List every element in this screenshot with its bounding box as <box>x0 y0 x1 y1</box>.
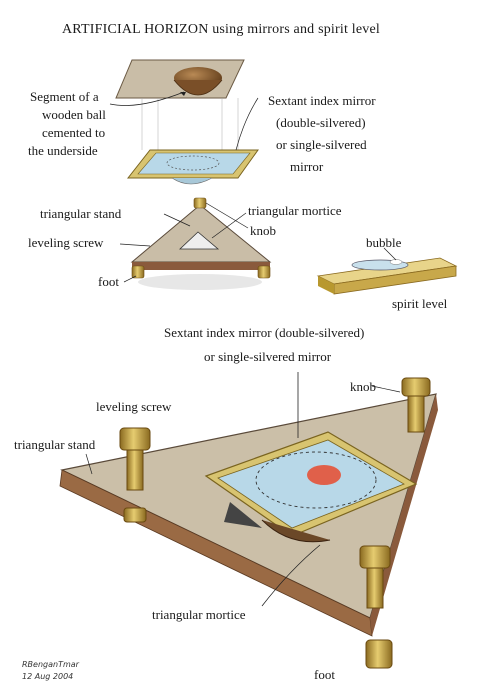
spirit-level <box>316 257 458 295</box>
label-triangular-mortice-small: triangular mortice <box>248 203 342 218</box>
label-mirror-3: or single-silvered <box>276 137 367 152</box>
label-triangular-mortice-large: triangular mortice <box>152 607 246 622</box>
small-stand <box>130 197 272 290</box>
label-triangular-stand-small: triangular stand <box>40 206 122 221</box>
leader-mirror-top <box>235 97 259 151</box>
label-leveling-screw-small: leveling screw <box>28 235 104 250</box>
label-mirror-2: (double-silvered) <box>276 115 366 130</box>
label-knob-small: knob <box>250 223 276 238</box>
label-segment-4: the underside <box>28 143 98 158</box>
top-plate <box>115 59 245 99</box>
leader-ball <box>109 91 185 106</box>
label-mirror-large-1: Sextant index mirror (double-silvered) <box>164 325 365 340</box>
label-mirror-1: Sextant index mirror <box>268 93 376 108</box>
label-leveling-screw-large: leveling screw <box>96 399 172 414</box>
small-knob-top <box>193 197 207 209</box>
label-segment-3: cemented to <box>42 125 106 140</box>
small-foot-right <box>257 265 271 279</box>
small-mirror <box>126 149 259 185</box>
label-mirror-4: mirror <box>290 159 324 174</box>
signature-name: RBenganTmar <box>22 660 79 669</box>
large-mirror <box>204 431 418 543</box>
exploded-guide-lines <box>141 98 239 150</box>
label-triangular-stand-large: triangular stand <box>14 437 96 452</box>
label-foot-large: foot <box>314 667 335 682</box>
label-foot-small: foot <box>98 274 119 289</box>
label-spirit-level: spirit level <box>392 296 448 311</box>
large-screws <box>119 377 431 669</box>
label-bubble: bubble <box>366 235 402 250</box>
small-foot-left <box>131 265 145 279</box>
diagram-title: ARTIFICIAL HORIZON using mirrors and spi… <box>62 22 380 37</box>
signature-date: 12 Aug 2004 <box>22 672 74 681</box>
label-segment-2: wooden ball <box>42 107 106 122</box>
label-mirror-large-2: or single-silvered mirror <box>204 349 332 364</box>
label-segment-1: Segment of a <box>30 89 99 104</box>
label-knob-large: knob <box>350 379 376 394</box>
